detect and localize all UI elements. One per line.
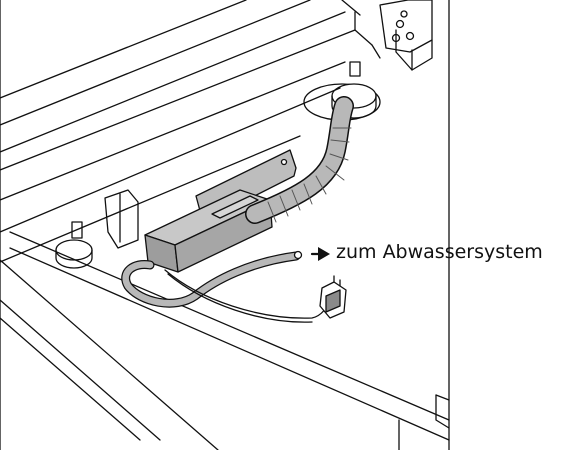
corrugated-hose (245, 96, 354, 224)
left-leg-foot (55, 221, 93, 269)
power-cable (164, 269, 347, 323)
drain-destination-label: zum Abwassersystem (336, 241, 543, 263)
outlet-drain-hose (121, 250, 303, 308)
upper-cabinet (0, 0, 381, 201)
hinge-bracket (379, 0, 433, 71)
plinth-edges (0, 87, 450, 450)
arrow-right-icon (310, 247, 330, 261)
rear-bracket (104, 189, 139, 249)
